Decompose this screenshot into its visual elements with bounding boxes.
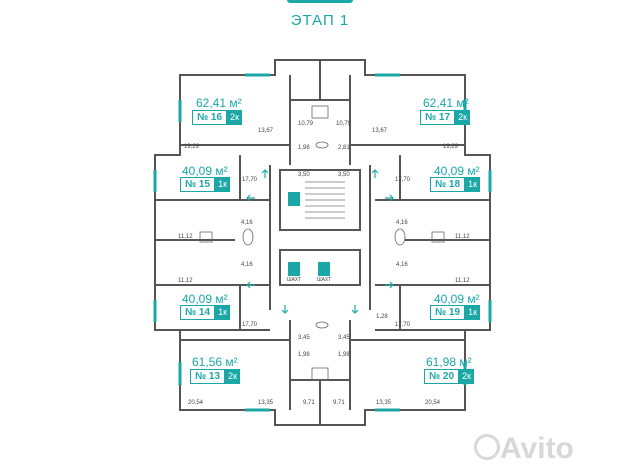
dimension-label: 17,70 xyxy=(242,322,258,328)
apt-18-rooms: 1к xyxy=(465,177,481,192)
dimension-label: 13,67 xyxy=(258,128,274,134)
apt-17-number: № 17 xyxy=(420,110,456,125)
apt-19-area: 40,09 м² xyxy=(434,292,480,306)
apt-16-rooms: 2к xyxy=(227,110,243,125)
apt-14-number: № 14 xyxy=(180,305,216,320)
dimension-label: 9,71 xyxy=(303,400,315,406)
core-side-walls xyxy=(269,165,371,310)
avito-logo-icon xyxy=(474,434,500,460)
apt-16-number: № 16 xyxy=(192,110,228,125)
apt-17-rooms: 2к xyxy=(455,110,471,125)
wall-bottom-right xyxy=(349,320,465,410)
dimension-label: 1,98 xyxy=(338,352,350,358)
elevator-icon xyxy=(318,262,330,276)
wall-right-row2 xyxy=(375,239,490,286)
dimension-label: 11,12 xyxy=(455,278,470,284)
dimension-label: 1,28 xyxy=(376,314,388,320)
apt-20-rooms: 2к xyxy=(459,369,475,384)
shaft-label: ШАХТ xyxy=(317,277,332,283)
dimension-label: 17,70 xyxy=(395,177,411,183)
dimension-label: 2,81 xyxy=(338,145,350,151)
apt-19-label[interactable]: № 19 1к xyxy=(430,305,481,320)
apt-17-area: 62,41 м² xyxy=(423,96,469,110)
apt-14-rooms: 1к xyxy=(215,305,231,320)
stair-core xyxy=(279,169,361,231)
apt-13-rooms: 2к xyxy=(225,369,241,384)
dimension-label: 13,35 xyxy=(258,400,274,406)
wheelchair-icon xyxy=(288,192,300,206)
dimension-label: 3,45 xyxy=(298,335,310,341)
dimension-label: 11,12 xyxy=(178,278,193,284)
route-arrows xyxy=(246,169,394,314)
wall-right-row3 xyxy=(375,285,490,331)
apt-15-area: 40,09 м² xyxy=(182,164,228,178)
apt-20-area: 61,98 м² xyxy=(426,355,472,369)
apt-20-number: № 20 xyxy=(424,369,460,384)
apt-18-area: 40,09 м² xyxy=(434,164,480,178)
dimension-label: 20,54 xyxy=(188,400,204,406)
apt-20-label[interactable]: № 20 2к xyxy=(424,369,475,384)
apt-14-area: 40,09 м² xyxy=(182,292,228,306)
dimension-label: 1,98 xyxy=(298,352,310,358)
dimension-label: 4,16 xyxy=(241,220,253,226)
apt-15-label[interactable]: № 15 1к xyxy=(180,177,231,192)
wall-left-row1 xyxy=(155,155,270,201)
dimension-label: 4,16 xyxy=(396,220,408,226)
apt-19-number: № 19 xyxy=(430,305,466,320)
dimension-label: 19,29 xyxy=(184,144,200,150)
apt-15-number: № 15 xyxy=(180,177,216,192)
dimension-label: 9,71 xyxy=(333,400,345,406)
dimension-label: 17,70 xyxy=(395,322,411,328)
dimension-label: 4,16 xyxy=(241,262,253,268)
dimension-label: 10,79 xyxy=(298,121,314,127)
dimension-label: 13,67 xyxy=(372,128,388,134)
elevator-block xyxy=(279,249,361,286)
shaft-label: ШАХТ xyxy=(287,277,302,283)
watermark: Avito xyxy=(500,432,574,465)
apt-18-number: № 18 xyxy=(430,177,466,192)
wall-top-right xyxy=(349,75,465,165)
apt-13-number: № 13 xyxy=(190,369,226,384)
wall-bottom-left xyxy=(180,320,291,410)
dimension-label: 10,79 xyxy=(336,121,352,127)
apt-19-rooms: 1к xyxy=(465,305,481,320)
apt-15-rooms: 1к xyxy=(215,177,231,192)
elevator-icon xyxy=(288,262,300,276)
dimension-label: 3,50 xyxy=(338,172,350,178)
apt-17-label[interactable]: № 17 2к xyxy=(420,110,471,125)
wall-left-row3 xyxy=(155,285,270,331)
stage-tab-underline xyxy=(287,0,353,3)
windows xyxy=(153,73,492,412)
stair-steps xyxy=(305,181,345,219)
dimension-label: 11,12 xyxy=(178,234,193,240)
stage-title: ЭТАП 1 xyxy=(290,12,350,29)
apt-16-area: 62,41 м² xyxy=(196,96,242,110)
dimension-label: 20,54 xyxy=(425,400,441,406)
apt-13-area: 61,56 м² xyxy=(192,355,238,369)
apt-14-label[interactable]: № 14 1к xyxy=(180,305,231,320)
wall-top-left xyxy=(180,75,291,165)
wall-top-mid xyxy=(290,60,350,101)
dimension-label: 3,50 xyxy=(298,172,310,178)
dimension-label: 1,98 xyxy=(298,145,310,151)
dimension-label: 4,16 xyxy=(396,262,408,268)
dimension-label: 11,12 xyxy=(455,234,470,240)
apt-18-label[interactable]: № 18 1к xyxy=(430,177,481,192)
dimension-label: 13,35 xyxy=(376,400,392,406)
dimension-label: 3,45 xyxy=(338,335,350,341)
dimension-label: 19,29 xyxy=(443,144,459,150)
dimension-label: 17,70 xyxy=(242,177,258,183)
bath-fixtures xyxy=(199,105,445,381)
wall-right-row1 xyxy=(375,155,490,201)
apt-13-label[interactable]: № 13 2к xyxy=(190,369,241,384)
apt-16-label[interactable]: № 16 2к xyxy=(192,110,243,125)
